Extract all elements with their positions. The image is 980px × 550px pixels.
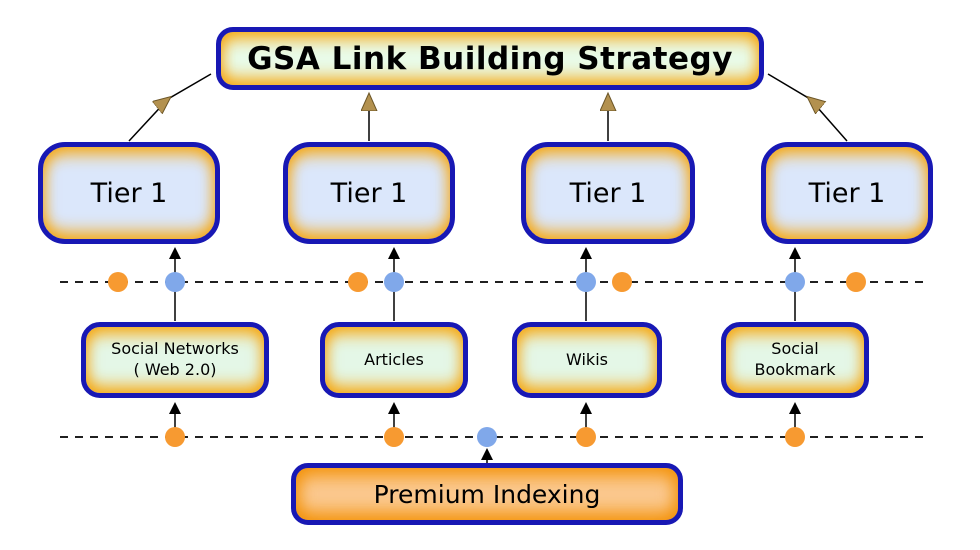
dot-blue-upper-2: [384, 272, 404, 292]
dot-orange-lower-3: [576, 427, 596, 447]
source-node-social-bookmark: Social Bookmark: [721, 322, 869, 398]
tier-node-1: Tier 1: [38, 142, 220, 244]
tier-label: Tier 1: [90, 177, 168, 209]
source-node-social-networks: Social Networks ( Web 2.0): [81, 322, 269, 398]
dot-orange-lower-2: [384, 427, 404, 447]
dot-orange-upper-4: [846, 272, 866, 292]
dot-orange-upper-2: [348, 272, 368, 292]
tier-node-3: Tier 1: [521, 142, 695, 244]
premium-label: Premium Indexing: [373, 479, 601, 509]
source-node-articles: Articles: [320, 322, 468, 398]
dot-orange-lower-1: [165, 427, 185, 447]
arrow-tier1-to-title: [128, 73, 212, 142]
source-label-line2: Bookmark: [754, 360, 836, 379]
dot-blue-lower-1: [477, 427, 497, 447]
dot-orange-upper-3: [612, 272, 632, 292]
dot-blue-upper-3: [576, 272, 596, 292]
tier-label: Tier 1: [808, 177, 886, 209]
dot-blue-upper-4: [785, 272, 805, 292]
source-label-line2: ( Web 2.0): [133, 360, 217, 379]
premium-indexing-node: Premium Indexing: [291, 463, 683, 525]
dot-orange-lower-4: [785, 427, 805, 447]
title-label: GSA Link Building Strategy: [247, 40, 733, 77]
tier-node-4: Tier 1: [761, 142, 933, 244]
tier-label: Tier 1: [569, 177, 647, 209]
source-node-wikis: Wikis: [512, 322, 662, 398]
source-label-line1: Social: [771, 339, 819, 359]
tier-node-2: Tier 1: [283, 142, 455, 244]
source-label-line1: Wikis: [566, 349, 608, 369]
dot-orange-upper-1: [108, 272, 128, 292]
title-node: GSA Link Building Strategy: [216, 27, 764, 90]
source-label-line1: Articles: [364, 349, 424, 369]
source-label-line1: Social Networks: [111, 339, 239, 359]
dot-blue-upper-1: [165, 272, 185, 292]
arrow-tier4-to-title: [767, 73, 848, 142]
tier-label: Tier 1: [330, 177, 408, 209]
